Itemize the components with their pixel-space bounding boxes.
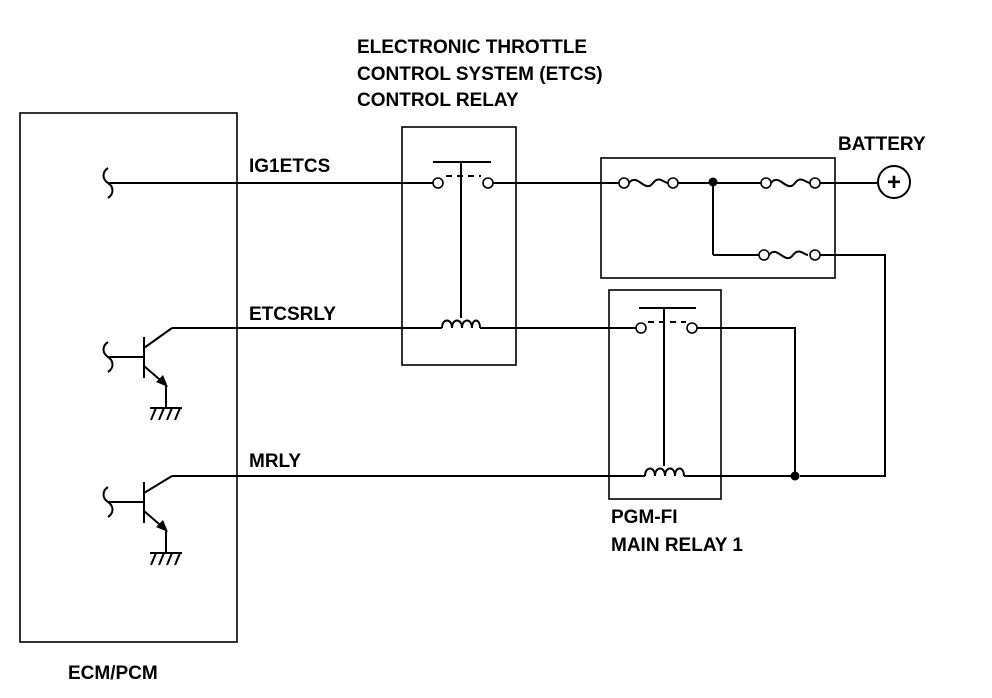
battery-plus-symbol: + [887,169,901,196]
pgm-fi-label-line-1: PGM-FI [611,507,678,528]
etcsrly-label: ETCSRLY [249,304,336,325]
etcsrly-transistor-collector [143,327,173,349]
fuse-3-to-main-relay-wire [800,254,886,477]
pgm-fi-label-line-2: MAIN RELAY 1 [611,535,743,556]
pgm-fi-relay-terminal-out [686,322,698,334]
etcsrly-emitter-arrow-icon [156,375,168,387]
battery-terminal-icon [877,165,911,199]
fuse-box [600,157,836,279]
etcs-relay-title-line-3: CONTROL RELAY [357,90,519,111]
pgm-fi-relay-terminal-in [635,322,647,334]
etcs-relay-coil-icon [441,319,481,329]
mrly-transistor-collector [143,475,173,494]
fuse-3-icon [758,249,821,261]
mrly-ground-icon [150,552,182,566]
pgm-fi-contact-to-junction-wire [697,327,796,476]
etcsrly-ground-icon [150,407,182,421]
etcs-relay-title-line-2: CONTROL SYSTEM (ETCS) [357,64,603,85]
etcs-relay-box [401,126,517,366]
etcs-relay-title-line-1: ELECTRONIC THROTTLE [357,37,587,58]
fuse-bus-junction [708,177,718,187]
ig1etcs-label: IG1ETCS [249,156,330,177]
ecm-pcm-box [19,112,238,643]
etcs-relay-terminal-in [432,177,444,189]
fuse-1-icon [618,177,679,189]
fuse-2-icon [760,177,821,189]
battery-label: BATTERY [838,134,926,155]
etcs-relay-terminal-out [482,177,494,189]
main-relay-junction [790,471,800,481]
pgm-fi-relay-coil-icon [644,467,685,477]
ecm-pcm-label: ECM/PCM [68,663,158,684]
pgm-fi-relay-box [608,289,722,500]
mrly-emitter-arrow-icon [156,520,168,532]
mrly-label: MRLY [249,451,301,472]
